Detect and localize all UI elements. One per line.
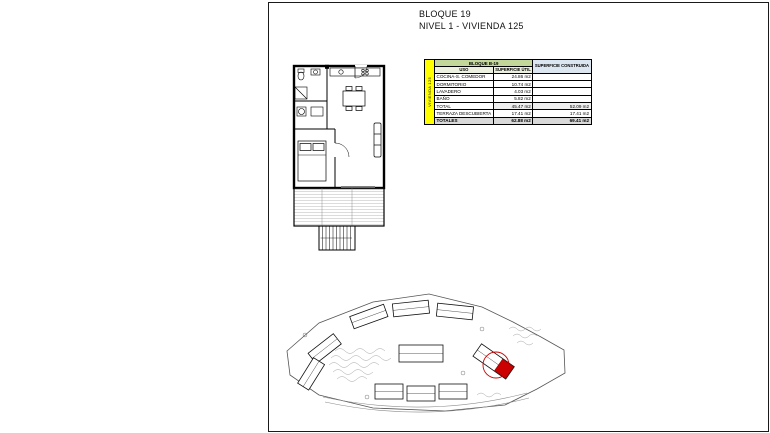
table-row: TERRAZA DESCUBIERTA 17.41 m2 17.41 m2: [434, 109, 592, 118]
block: [438, 383, 468, 400]
col-header-util: SUPERFICIE ÚTIL: [492, 66, 534, 74]
table-row: DORMITORIO 10.74 m2: [434, 80, 592, 89]
tree-symbols: [302, 326, 485, 400]
cell-util: 62.88 m2: [492, 116, 534, 125]
cell-uso: LAVADERO: [434, 87, 494, 96]
table-side-label: VIVIENDA 125: [424, 59, 434, 125]
block: [435, 302, 474, 321]
col-header-construida: SUPERFICIE CONSTRUIDA: [532, 59, 592, 74]
cell-uso: TOTAL: [434, 101, 494, 111]
block: [391, 299, 430, 318]
block: [297, 357, 326, 391]
block: [406, 385, 436, 402]
cell-util: 4.03 m2: [492, 87, 534, 96]
cell-util: 45.47 m2: [492, 101, 534, 111]
floor-plan-drawing: [292, 64, 386, 251]
apartment-walls: [292, 64, 386, 190]
areas-table: VIVIENDA 125 BLOQUE B-19 SUPERFICIE CONS…: [424, 58, 592, 125]
kitchen-counter: [329, 67, 381, 77]
block: [374, 383, 404, 400]
table-row-totales: TOTALES 62.88 m2 69.41 m2: [434, 116, 592, 125]
dining-table: [342, 86, 366, 111]
site-plan-drawing: [286, 293, 566, 413]
sofa: [373, 122, 382, 158]
cell-util: 17.41 m2: [492, 109, 534, 118]
stairs: [318, 225, 356, 251]
table-block-header-row: BLOQUE B-19 SUPERFICIE CONSTRUIDA: [433, 58, 592, 74]
bed-symbol: [297, 140, 327, 182]
cell-util: 24.86 m2: [492, 72, 534, 82]
cell-construida: 52.09 m2: [532, 101, 592, 111]
cell-construida: [532, 87, 592, 96]
bathroom-fixtures: [294, 68, 321, 100]
site-plan: [277, 287, 573, 419]
table-row: LAVADERO 4.03 m2: [434, 87, 592, 96]
block-header-cell: BLOQUE B-19: [433, 58, 534, 68]
highlight-marker: [482, 351, 510, 379]
cell-uso: BAÑO: [434, 94, 494, 104]
terrace: [293, 187, 385, 227]
table-row: COCINA-S. COMEDOR 24.86 m2: [434, 72, 592, 82]
table-row-total: TOTAL 45.47 m2 52.09 m2: [434, 101, 592, 111]
floor-plan: [289, 61, 399, 257]
sheet-border: BLOQUE 19 NIVEL 1 - VIVIENDA 125: [268, 2, 769, 432]
title-line-2: NIVEL 1 - VIVIENDA 125: [419, 21, 524, 32]
block: [398, 344, 444, 363]
cell-construida: [532, 80, 592, 89]
cell-uso: COCINA-S. COMEDOR: [434, 72, 494, 82]
drawing-title: BLOQUE 19 NIVEL 1 - VIVIENDA 125: [419, 8, 524, 32]
areas-table-grid: BLOQUE B-19 SUPERFICIE CONSTRUIDA USO SU…: [433, 58, 592, 125]
col-header-uso: USO: [434, 66, 494, 74]
title-line-1: BLOQUE 19: [419, 9, 471, 19]
contour-lines: [328, 326, 542, 398]
cell-uso: TOTALES: [434, 116, 494, 125]
cell-uso: DORMITORIO: [434, 80, 494, 89]
cell-construida: 17.41 m2: [532, 109, 592, 118]
cell-construida: [532, 72, 592, 82]
access-road: [322, 392, 530, 413]
block: [307, 333, 342, 365]
cell-construida: [532, 94, 592, 104]
cell-uso: TERRAZA DESCUBIERTA: [434, 109, 494, 118]
building-blocks: [297, 299, 474, 402]
block: [349, 303, 389, 330]
cell-construida: 69.41 m2: [532, 116, 592, 125]
table-row: BAÑO 5.82 m2: [434, 94, 592, 104]
cell-util: 5.82 m2: [492, 94, 534, 104]
laundry-fixtures: [296, 106, 324, 117]
cell-util: 10.74 m2: [492, 80, 534, 89]
